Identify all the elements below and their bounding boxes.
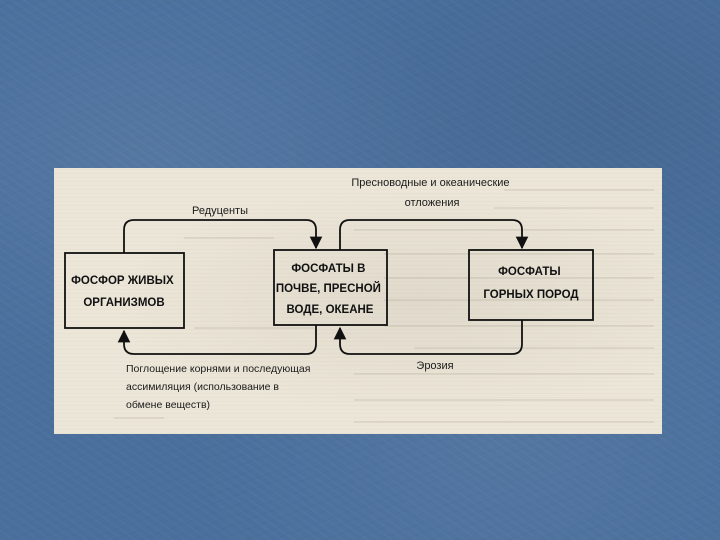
svg-text:Редуценты: Редуценты xyxy=(192,205,248,217)
box-soil-line3: ВОДЕ, ОКЕАНЕ xyxy=(287,304,374,316)
box-organisms-line2: ОРГАНИЗМОВ xyxy=(83,297,164,309)
background-text-noise xyxy=(114,189,654,423)
label-absorption-line1: Поглощение корнями и последующая xyxy=(126,363,310,375)
arrow-reducers xyxy=(123,219,323,253)
box-rocks xyxy=(468,249,594,321)
arrow-erosion xyxy=(333,320,523,355)
label-sediments-line1: Пресноводные и океанические xyxy=(351,177,509,189)
box-organisms-line1: ФОСФОР ЖИВЫХ xyxy=(71,275,174,287)
label-absorption-line3: обмене веществ) xyxy=(126,399,210,411)
box-rocks-line2: ГОРНЫХ ПОРОД xyxy=(483,289,578,301)
label-reducers: Редуценты xyxy=(192,205,248,217)
arrow-sediments xyxy=(339,219,529,250)
arrow-absorption xyxy=(117,325,317,355)
phosphorus-cycle-diagram: ФОСФОР ЖИВЫХ ОРГАНИЗМОВ ФОСФАТЫ В ПОЧВЕ,… xyxy=(64,177,654,423)
box-soil-line2: ПОЧВЕ, ПРЕСНОЙ xyxy=(276,282,381,295)
svg-text:ФОСФОР ЖИВЫХ ОРГАНИЗМОВ: ФОСФОР ЖИВЫХ ОРГАНИЗМОВ xyxy=(71,275,177,309)
box-rocks-line1: ФОСФАТЫ xyxy=(498,266,561,278)
label-sediments-line2: отложения xyxy=(405,197,460,209)
svg-text:Поглощение корнями и последующ: Поглощение корнями и последующая ассимил… xyxy=(126,363,313,411)
diagram-scan: ФОСФОР ЖИВЫХ ОРГАНИЗМОВ ФОСФАТЫ В ПОЧВЕ,… xyxy=(54,168,662,434)
svg-text:ФОСФАТЫ В ПОЧВЕ, ПРЕСНОЙ: ФОСФАТЫ В ПОЧВЕ, ПРЕСНОЙ ВОДЕ, ОКЕАНЕ xyxy=(276,263,384,316)
box-organisms xyxy=(64,252,185,329)
svg-text:Пресноводные и океанические: Пресноводные и океанические отложения xyxy=(351,177,512,209)
box-soil-line1: ФОСФАТЫ В xyxy=(291,263,365,275)
svg-text:ФОСФАТЫ ГОРНЫХ ПОРОД: ФОСФАТЫ ГОРНЫХ ПОРОД xyxy=(483,266,578,301)
label-erosion: Эрозия xyxy=(416,360,453,372)
svg-text:Эрозия: Эрозия xyxy=(416,360,453,372)
box-phosphates-soil xyxy=(273,249,388,326)
label-absorption-line2: ассимиляция (использование в xyxy=(126,381,279,393)
